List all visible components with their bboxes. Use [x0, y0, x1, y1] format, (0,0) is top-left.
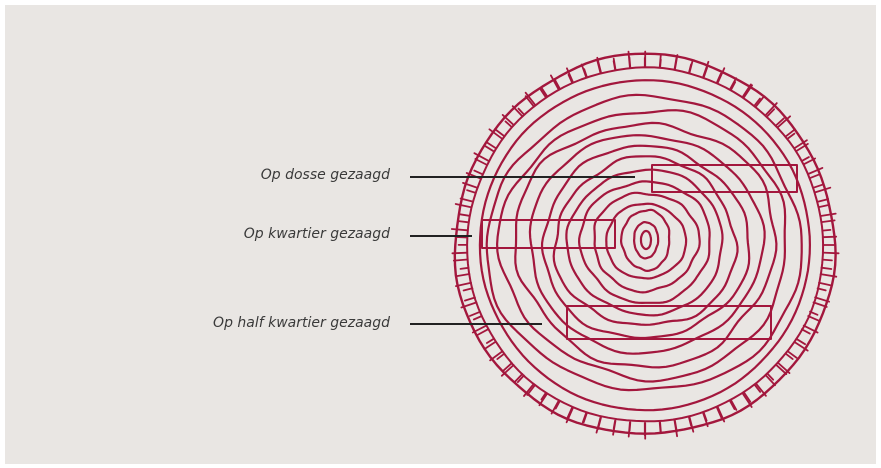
- bark-stroke: [821, 214, 836, 216]
- bark-stroke: [810, 175, 818, 178]
- bark-stroke: [629, 422, 630, 436]
- bark-stroke: [818, 199, 829, 202]
- bark-stroke: [475, 159, 486, 165]
- bark-stroke: [660, 422, 661, 431]
- bark-stroke: [452, 253, 467, 254]
- bark-stroke: [819, 283, 830, 286]
- bark-stroke: [452, 229, 468, 230]
- bark-stroke: [822, 230, 830, 231]
- plank-quarter-sawn: [482, 220, 615, 248]
- bark-stroke: [459, 221, 469, 222]
- bark-stroke: [815, 188, 830, 193]
- bark-stroke: [465, 298, 475, 301]
- bark-stroke: [457, 274, 470, 276]
- bark-stroke: [456, 237, 468, 238]
- bark-stroke: [675, 421, 678, 437]
- growth-ring: [606, 204, 686, 279]
- bark-stroke: [487, 339, 494, 343]
- leader-line-quarter-sawn: [410, 235, 472, 237]
- growth-ring: [634, 222, 658, 258]
- bark-stroke: [822, 268, 832, 269]
- leader-line-rift-sawn: [410, 323, 542, 325]
- bark-stroke: [552, 401, 559, 414]
- plank-flat-sawn: [652, 165, 797, 192]
- plank-rift-sawn: [567, 306, 771, 339]
- bark-stroke: [819, 205, 828, 207]
- growth-ring: [621, 210, 669, 271]
- bark-stroke: [461, 268, 469, 269]
- bark-stroke: [808, 316, 820, 321]
- bark-stroke: [464, 288, 473, 290]
- bark-stroke: [460, 214, 469, 216]
- bark-stroke: [823, 253, 839, 254]
- bark-stroke: [467, 190, 475, 192]
- bark-stroke: [822, 260, 832, 261]
- bark-stroke: [456, 204, 471, 207]
- bark-stroke: [470, 312, 480, 316]
- bark-stroke: [814, 302, 827, 307]
- bark-stroke: [584, 69, 587, 77]
- label-flat-sawn: Op dosse gezaagd: [130, 166, 390, 184]
- log-cross-section-icon: [452, 52, 839, 439]
- bark-stroke: [474, 171, 482, 174]
- bark-stroke: [660, 60, 661, 68]
- bark-stroke: [474, 316, 482, 320]
- bark-stroke: [802, 329, 810, 333]
- label-quarter-sawn: Op kwartier gezaagd: [130, 225, 390, 243]
- bark-stroke: [818, 288, 826, 290]
- bark-stroke: [814, 184, 824, 187]
- pith-ring: [641, 231, 651, 249]
- bark-stroke: [823, 237, 836, 238]
- leader-line-flat-sawn: [410, 176, 635, 178]
- bark-stroke: [629, 57, 630, 67]
- bark-stroke: [802, 157, 809, 161]
- bark-stroke: [454, 260, 468, 261]
- label-rift-sawn: Op half kwartier gezaagd: [130, 314, 390, 332]
